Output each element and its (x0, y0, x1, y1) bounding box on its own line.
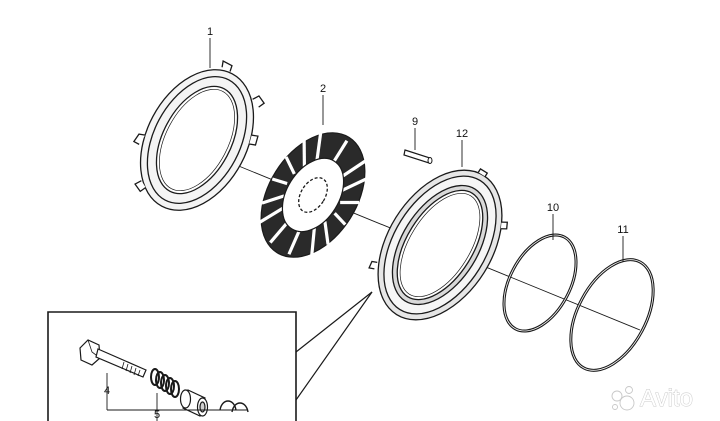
spring-sleeve (179, 389, 209, 417)
inset-pointer-line (295, 291, 373, 353)
part-11-o-ring (569, 258, 655, 372)
callout-4: 4 (104, 385, 110, 397)
callout-9: 9 (412, 116, 418, 128)
callout-2: 2 (320, 83, 326, 95)
inset-frame (47, 311, 297, 421)
part-9-pin (403, 149, 433, 164)
part-12-piston (368, 167, 509, 321)
retaining-clip (219, 400, 249, 413)
inset-pointer-line-2 (295, 291, 373, 401)
detail-inset: 4 5 (47, 291, 373, 421)
part-5-spring (150, 368, 180, 398)
leader-lines (209, 38, 624, 262)
watermark: Avito (611, 385, 693, 412)
part-4-bolt (79, 339, 147, 378)
callout-11: 11 (617, 224, 628, 236)
part-10-o-ring (502, 233, 578, 333)
callout-5: 5 (154, 409, 160, 421)
callout-1: 1 (207, 26, 213, 38)
watermark-logo-icon (611, 386, 635, 411)
part-1-separator-plate (132, 60, 266, 211)
callout-12: 12 (456, 128, 468, 140)
inset-leaders (106, 373, 248, 421)
part-2-friction-disc (258, 131, 370, 258)
watermark-text: Avito (640, 385, 693, 412)
callout-10: 10 (547, 202, 559, 214)
